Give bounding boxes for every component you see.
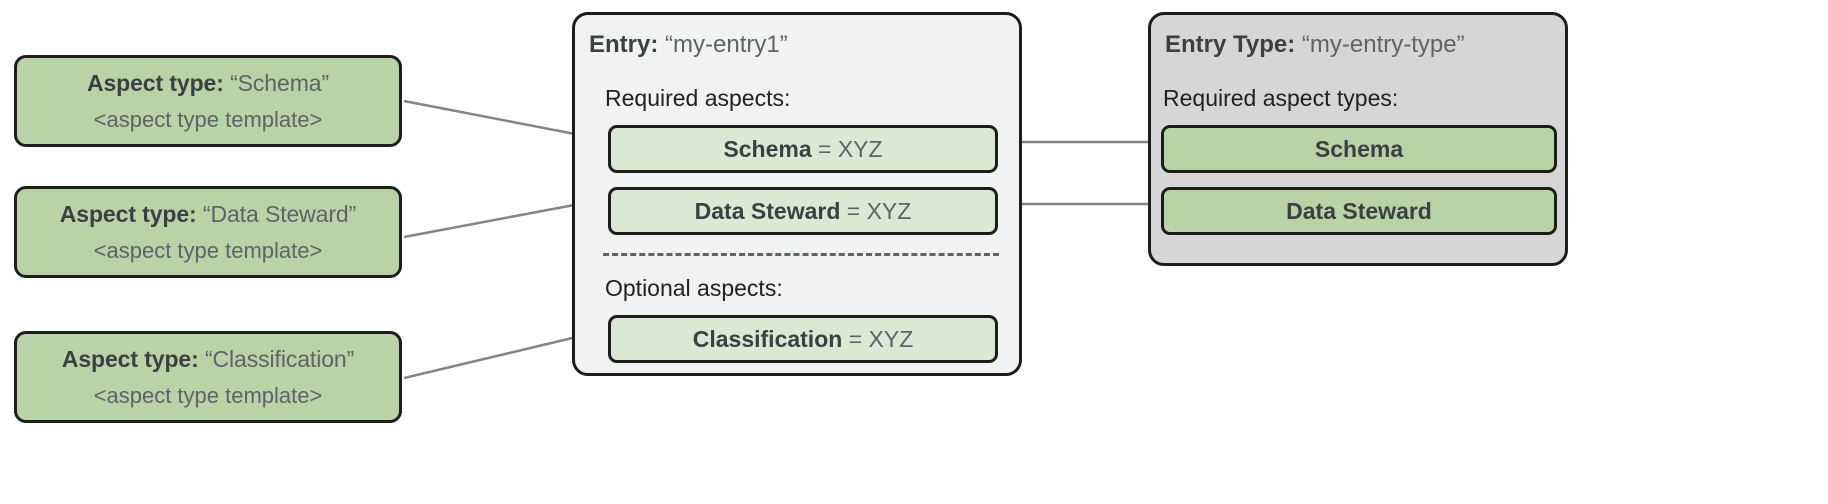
aspect-type-card-value: “Schema” xyxy=(230,69,330,96)
aspect-type-card-template: <aspect type template> xyxy=(93,106,323,132)
entry-aspect-assignment: = XYZ xyxy=(846,197,912,224)
entry-aspect-text: Schema = XYZ xyxy=(723,136,882,163)
aspect-type-card-title: Aspect type: “Data Steward” xyxy=(59,200,357,228)
entry-card-header: Entry: “my-entry1” xyxy=(589,31,788,59)
aspect-type-card-label: Aspect type: xyxy=(86,69,224,96)
aspect-type-card-schema[interactable]: Aspect type: “Schema” <aspect type templ… xyxy=(14,55,402,147)
aspect-type-card-data-steward[interactable]: Aspect type: “Data Steward” <aspect type… xyxy=(14,186,402,278)
entry-card-dashed-divider xyxy=(603,253,999,256)
entry-type-card[interactable]: Entry Type: “my-entry-type” Required asp… xyxy=(1148,12,1568,266)
entry-card-header-label: Entry: xyxy=(589,31,659,58)
entry-card[interactable]: Entry: “my-entry1” Required aspects: Sch… xyxy=(572,12,1022,376)
aspect-type-card-value: “Classification” xyxy=(204,345,355,372)
entry-type-aspect-name: Data Steward xyxy=(1286,197,1432,224)
entry-type-card-header-value: “my-entry-type” xyxy=(1301,31,1465,58)
aspect-type-card-template: <aspect type template> xyxy=(93,382,323,408)
entry-optional-aspects-label: Optional aspects: xyxy=(605,275,783,301)
entry-aspect-name: Classification xyxy=(692,325,843,352)
aspect-type-card-classification[interactable]: Aspect type: “Classification” <aspect ty… xyxy=(14,331,402,423)
entry-aspect-name: Schema xyxy=(723,135,812,162)
entry-card-header-value: “my-entry1” xyxy=(665,31,788,58)
aspect-type-card-label: Aspect type: xyxy=(61,345,199,372)
entry-aspect-text: Classification = XYZ xyxy=(693,326,914,353)
aspect-type-card-label: Aspect type: xyxy=(59,200,197,227)
entry-type-required-aspect-types-label: Required aspect types: xyxy=(1163,85,1399,111)
entry-aspect-schema[interactable]: Schema = XYZ xyxy=(608,125,998,173)
entry-aspect-classification[interactable]: Classification = XYZ xyxy=(608,315,998,363)
entry-required-aspects-label: Required aspects: xyxy=(605,85,791,111)
entry-aspect-data-steward[interactable]: Data Steward = XYZ xyxy=(608,187,998,235)
entry-type-card-header: Entry Type: “my-entry-type” xyxy=(1165,31,1465,59)
entry-aspect-assignment: = XYZ xyxy=(848,325,914,352)
entry-aspect-assignment: = XYZ xyxy=(818,135,883,162)
entry-aspect-text: Data Steward = XYZ xyxy=(695,198,912,225)
entry-type-aspect-name: Schema xyxy=(1314,135,1404,162)
entry-type-aspect-data-steward[interactable]: Data Steward xyxy=(1161,187,1557,235)
entry-type-card-header-label: Entry Type: xyxy=(1165,31,1296,58)
aspect-type-card-title: Aspect type: “Schema” xyxy=(87,70,329,97)
entry-aspect-name: Data Steward xyxy=(694,197,841,224)
aspect-type-card-value: “Data Steward” xyxy=(202,200,357,227)
aspect-type-card-template: <aspect type template> xyxy=(93,237,323,263)
entry-type-aspect-schema[interactable]: Schema xyxy=(1161,125,1557,173)
aspect-type-card-title: Aspect type: “Classification” xyxy=(62,346,354,373)
